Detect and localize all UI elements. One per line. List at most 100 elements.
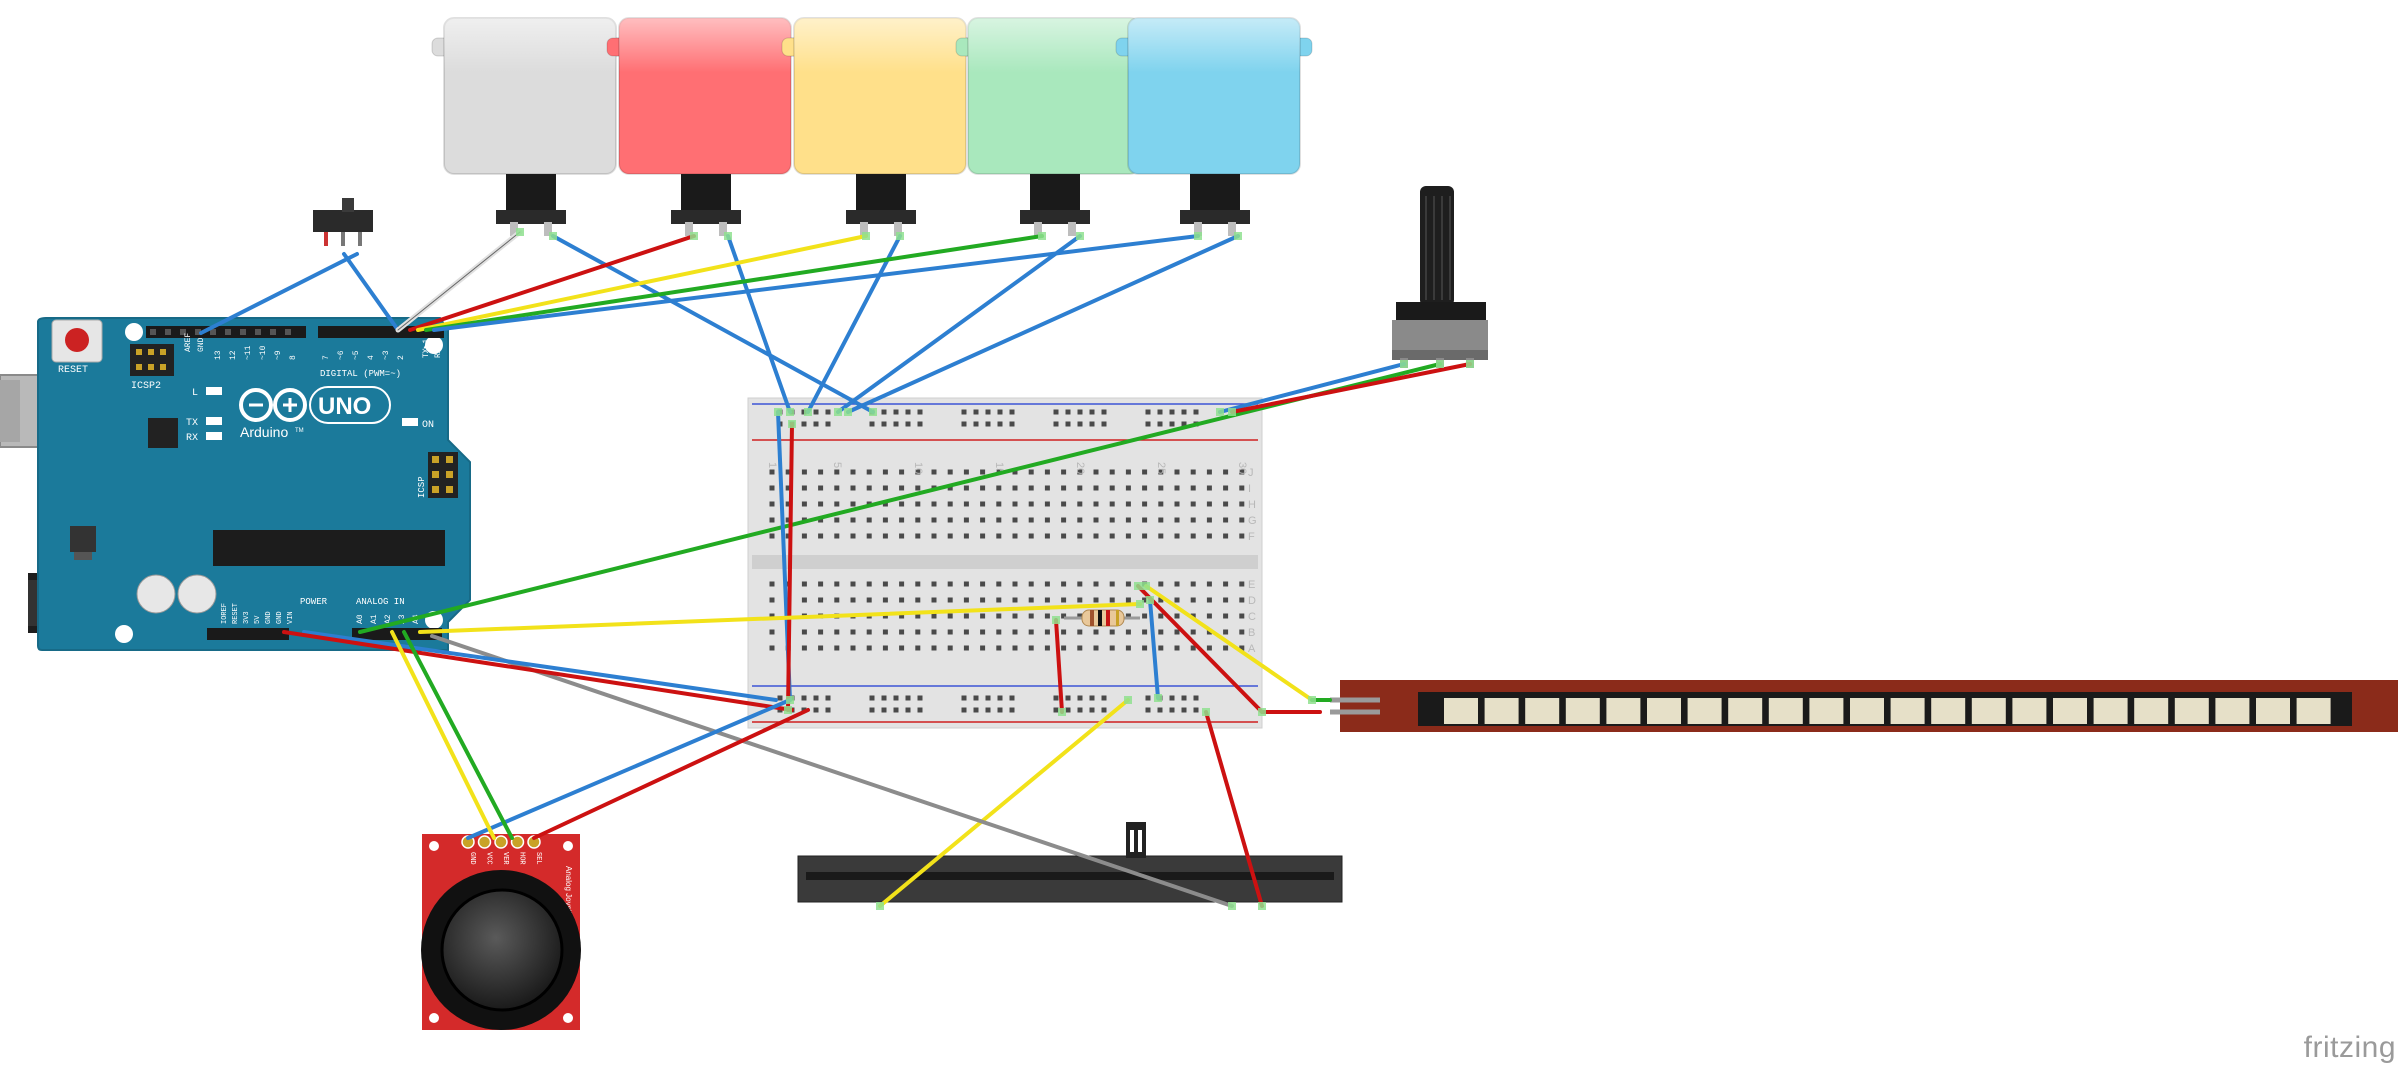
breadboard-col-label: 30 bbox=[1236, 462, 1248, 474]
rotary-potentiometer bbox=[1392, 186, 1488, 368]
wire-blue-switch-gnd bbox=[199, 252, 359, 335]
aref-label: AREF bbox=[184, 333, 193, 352]
wire-blue-bb-2 bbox=[1148, 598, 1160, 700]
wire-blue-button2-bb bbox=[726, 234, 792, 414]
rx-pin-label: RX◀0 bbox=[434, 339, 443, 358]
digital-pin-label: ~10 bbox=[259, 345, 268, 360]
l-led-label: L bbox=[192, 388, 198, 399]
slide-potentiometer bbox=[797, 822, 1343, 903]
power-pin-label: GND bbox=[265, 611, 273, 624]
icsp2-header: ICSP2 bbox=[130, 344, 174, 392]
breadboard-row-label: B bbox=[1248, 627, 1255, 639]
wire-red-rail-left bbox=[786, 422, 794, 712]
tx-led-label: TX bbox=[186, 418, 198, 429]
power-pin-label: RESET bbox=[232, 603, 240, 624]
digital-pin-label: ~6 bbox=[337, 350, 346, 360]
wire-yellow-button3 bbox=[416, 234, 868, 332]
digital-pin-label: 13 bbox=[214, 350, 223, 360]
arcade-buttons bbox=[431, 17, 1313, 236]
breadboard-col-label: 10 bbox=[912, 462, 924, 474]
breadboard-row-label: G bbox=[1248, 515, 1257, 527]
wire-green-button4 bbox=[424, 234, 1044, 332]
wire-blue-button5 bbox=[432, 234, 1200, 332]
breadboard-col-label: 20 bbox=[1074, 462, 1086, 474]
wire-blue-button1-bb bbox=[551, 234, 875, 414]
power-pin-label: 3V3 bbox=[243, 611, 251, 624]
wire-red-slider bbox=[1204, 710, 1264, 908]
breadboard-row-label: J bbox=[1248, 467, 1254, 479]
icsp-label: ICSP bbox=[417, 476, 427, 498]
wire-red-5v bbox=[282, 630, 794, 712]
usb-chip bbox=[148, 418, 178, 448]
arcade-button[interactable] bbox=[431, 17, 629, 236]
digital-pin-label: 7 bbox=[322, 355, 331, 360]
fritzing-watermark: fritzing bbox=[2303, 1031, 2396, 1064]
wire-blue-gnd bbox=[302, 630, 778, 702]
wire-blue-pot bbox=[1218, 362, 1406, 414]
breadboard-row-label: I bbox=[1248, 483, 1251, 495]
arcade-button[interactable] bbox=[1115, 17, 1313, 236]
icsp2-label: ICSP2 bbox=[131, 381, 161, 392]
analog-label: ANALOG IN bbox=[356, 597, 405, 607]
analog-pin-label: A5 bbox=[426, 614, 435, 624]
arduino-pcb bbox=[37, 317, 471, 651]
digital-label: DIGITAL (PWM=~) bbox=[320, 369, 401, 379]
wire-red-bb-3 bbox=[1136, 584, 1264, 714]
joystick-knob[interactable] bbox=[440, 888, 564, 1012]
arcade-button[interactable] bbox=[955, 17, 1153, 236]
digital-pin-label: ~9 bbox=[274, 350, 283, 360]
tx-pin-label: TX▶1 bbox=[422, 339, 431, 358]
wire-endpoints bbox=[516, 228, 1474, 910]
analog-pin-label: A1 bbox=[370, 614, 379, 624]
breadboard-col-label: 1 bbox=[766, 462, 778, 468]
wire-blue-button5-bb bbox=[846, 234, 1240, 414]
wire-blue-switch-pin bbox=[342, 252, 400, 332]
arcade-button[interactable] bbox=[781, 17, 979, 236]
analog-pin-label: A0 bbox=[356, 614, 365, 624]
digital-pin-label: 4 bbox=[367, 355, 376, 360]
brand-label: Arduino bbox=[240, 424, 288, 440]
capacitor-2 bbox=[177, 574, 217, 614]
power-label: POWER bbox=[300, 597, 328, 607]
wire-red-pot bbox=[1230, 362, 1472, 414]
joystick-pin-label: HOR bbox=[518, 852, 526, 865]
power-pin-label: IOREF bbox=[221, 603, 229, 624]
wire-red-button2 bbox=[408, 234, 696, 332]
breadboard-row-label: D bbox=[1248, 595, 1256, 607]
wire-blue-button4-bb bbox=[836, 234, 1082, 414]
flex-sensor bbox=[1330, 680, 2398, 732]
breadboard-row-label: F bbox=[1248, 531, 1255, 543]
analog-pin-label: A3 bbox=[398, 614, 407, 624]
joystick-pin-label: VCC bbox=[485, 852, 493, 865]
wire-green-pot bbox=[358, 362, 1442, 634]
joystick-pin-label: SEL bbox=[534, 852, 542, 865]
power-pin-label: GND bbox=[276, 611, 284, 624]
wires bbox=[199, 229, 1472, 908]
digital-pin-label: ~11 bbox=[244, 345, 253, 360]
microcontroller-chip bbox=[213, 530, 445, 566]
breadboard-col-label: 5 bbox=[831, 462, 843, 468]
arduino-logo: UNO Arduino TM bbox=[239, 386, 391, 440]
power-pin-label: VIN bbox=[287, 611, 295, 624]
capacitor-1 bbox=[136, 574, 176, 614]
slide-switch bbox=[313, 198, 373, 246]
wire-green-joy bbox=[402, 630, 514, 840]
gnd-label-top: GND bbox=[197, 337, 206, 352]
icsp-header: ICSP bbox=[417, 452, 458, 498]
arcade-button[interactable] bbox=[606, 17, 804, 236]
breadboard-col-label: 25 bbox=[1155, 462, 1167, 474]
rx-led-label: RX bbox=[186, 433, 198, 444]
joystick-label: Analog Joystick bbox=[564, 866, 573, 923]
wire-yellow-joy bbox=[390, 630, 496, 840]
tm-label: TM bbox=[295, 428, 304, 434]
voltage-regulator bbox=[70, 526, 96, 552]
breadboard-row-label: H bbox=[1248, 499, 1256, 511]
wire-red-joy-vcc bbox=[532, 708, 810, 840]
wire-yellow-bb-4 bbox=[1144, 584, 1314, 702]
